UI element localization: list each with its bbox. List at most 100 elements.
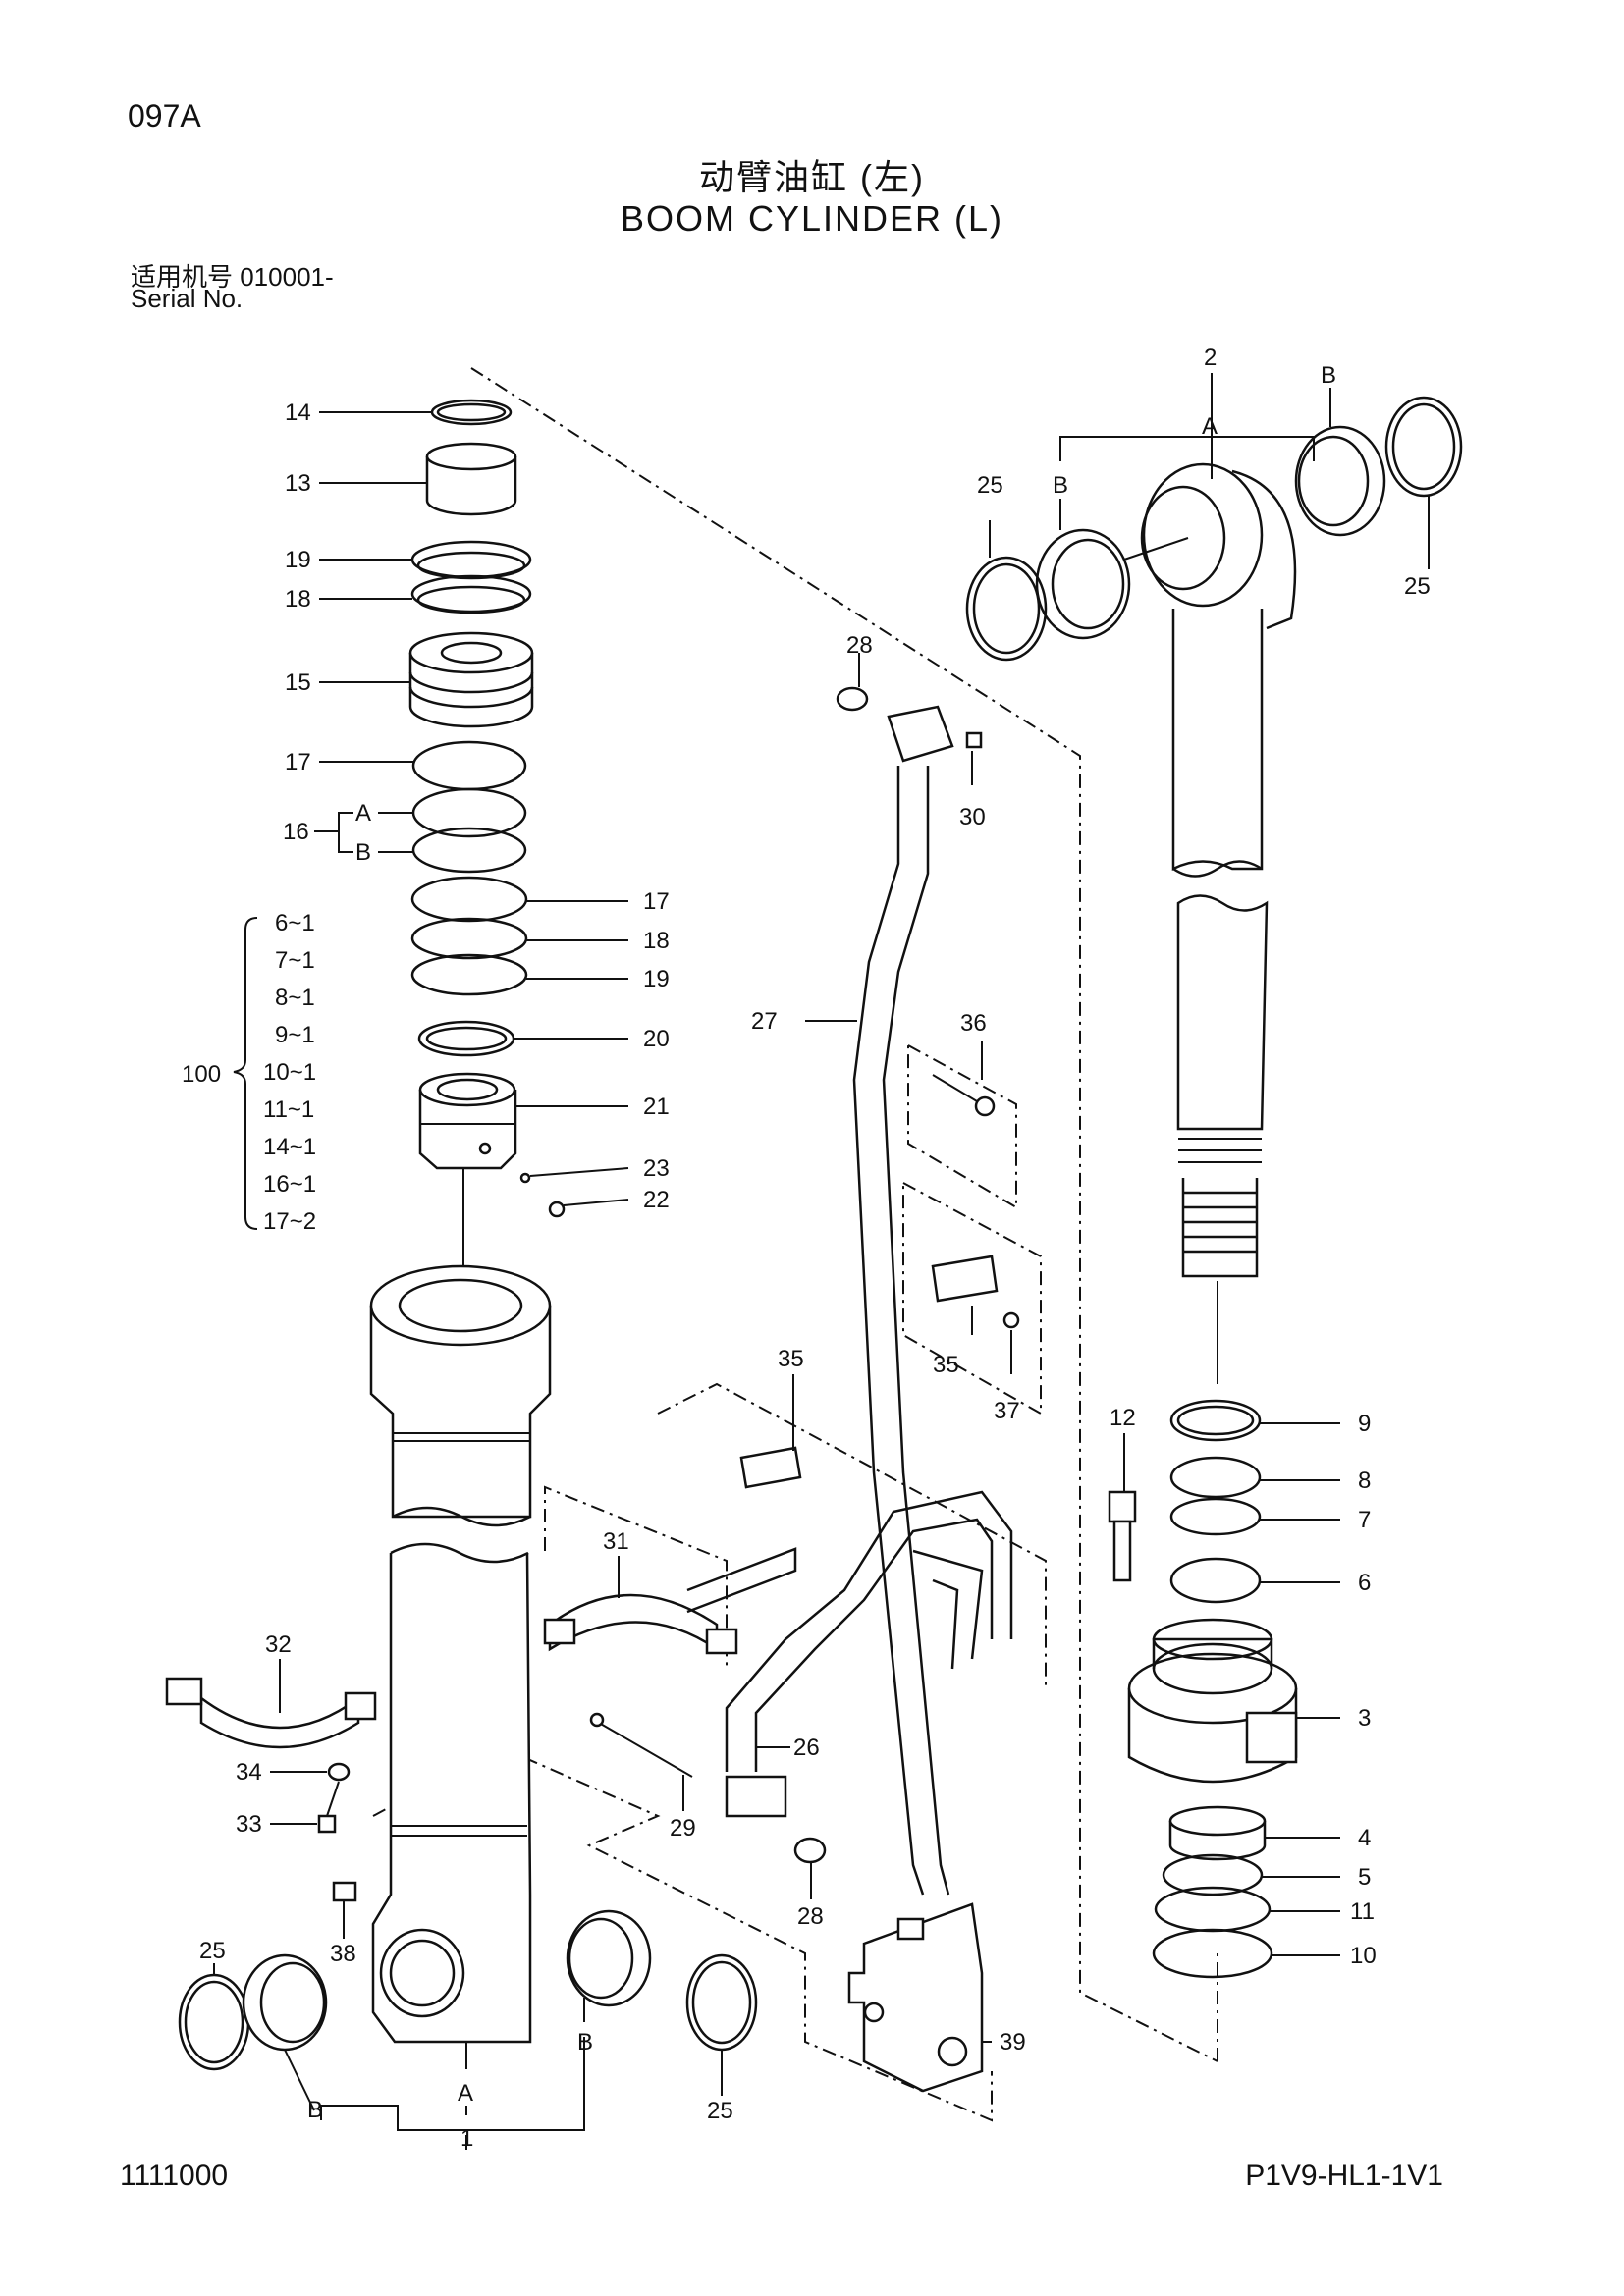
callout-19-lower: 19 (643, 966, 670, 992)
part-33-bolt (317, 1781, 340, 1834)
cylinder-tube-upper (369, 1264, 552, 1527)
drawing-number: 1111000 (120, 2160, 229, 2192)
callout-2: 2 (1204, 345, 1217, 371)
callout-1-b-right: B (577, 2029, 593, 2056)
kit-item-14: 14~1 (263, 1134, 316, 1160)
part-30-bolt (965, 731, 983, 749)
part-25-seal-rod-left (965, 556, 1048, 662)
part-29-bolt (589, 1712, 693, 1778)
part-5-ring (1162, 1853, 1264, 1896)
part-bushing-bottom-right (566, 1909, 652, 2007)
part-bushing-rod-right (1294, 425, 1386, 537)
part-8-ring (1169, 1456, 1262, 1499)
callout-1-b-left: B (307, 2097, 323, 2123)
callout-10: 10 (1350, 1943, 1377, 1969)
callout-11: 11 (1350, 1898, 1375, 1925)
part-17-18-19-rings-lower (410, 876, 528, 996)
part-6-ring (1169, 1557, 1262, 1604)
kit-item-6: 6~1 (275, 910, 315, 936)
part-7-ring (1169, 1497, 1262, 1536)
part-12-bolt (1108, 1490, 1137, 1582)
callout-25-rod-left: 25 (977, 472, 1003, 499)
callout-4: 4 (1358, 1825, 1371, 1851)
part-19-18-rings-top (410, 540, 532, 614)
title-chinese: 动臂油缸 (左) (699, 157, 925, 197)
part-bushing-rod-left (1035, 528, 1131, 640)
callout-31: 31 (603, 1528, 629, 1555)
part-15-piston (408, 631, 534, 728)
part-31-clamp (543, 1547, 797, 1655)
callout-30: 30 (959, 804, 986, 830)
assembly-outline-35 (902, 1182, 1042, 1415)
assembly-outline-pipes (657, 1382, 1047, 1688)
callout-21: 21 (643, 1094, 670, 1120)
callout-22: 22 (643, 1187, 670, 1213)
model-code: P1V9-HL1-1V1 (1245, 2160, 1443, 2192)
callout-20: 20 (643, 1026, 670, 1052)
callout-100: 100 (182, 1061, 221, 1088)
part-25-seal-bottom-left (178, 1973, 250, 2071)
callout-9: 9 (1358, 1411, 1371, 1437)
kit-item-8: 8~1 (275, 985, 315, 1011)
serial-label-english: Serial No. (131, 284, 244, 313)
callout-2-a: A (1202, 413, 1218, 440)
part-28-oring-bottom (793, 1837, 827, 1864)
kit-item-16: 16~1 (263, 1171, 316, 1198)
part-3-cylinder-head (1127, 1618, 1298, 1784)
callout-17-lower: 17 (643, 888, 670, 915)
callout-16-b: B (355, 839, 371, 866)
callout-6: 6 (1358, 1570, 1371, 1596)
callout-39: 39 (1000, 2029, 1026, 2056)
assembly-outline-36 (907, 1044, 1017, 1209)
part-27-pipe (852, 705, 954, 1896)
part-35-clamp-lower (739, 1446, 802, 1489)
callout-1: 1 (460, 2125, 473, 2152)
part-25-seal-bottom-right (685, 1953, 758, 2052)
page-code: 097A (128, 98, 201, 133)
callout-27: 27 (751, 1008, 778, 1035)
callout-33: 33 (236, 1811, 262, 1838)
part-4-bushing (1168, 1805, 1267, 1861)
callout-32: 32 (265, 1631, 292, 1658)
callout-23: 23 (643, 1155, 670, 1182)
kit-item-9: 9~1 (275, 1022, 315, 1048)
part-13-bushing (425, 442, 517, 516)
callout-5: 5 (1358, 1864, 1371, 1891)
callout-38: 38 (330, 1941, 356, 1967)
title-english: BOOM CYLINDER (L) (620, 198, 1004, 239)
part-bushing-bottom-left (242, 1953, 328, 2052)
callout-3: 3 (1358, 1705, 1371, 1732)
callout-2-b-left: B (1053, 472, 1068, 499)
part-36-bolt (932, 1074, 996, 1117)
part-22-screw (548, 1201, 566, 1218)
part-28-oring-top (836, 686, 869, 712)
callout-7: 7 (1358, 1507, 1371, 1533)
kit-item-17: 17~2 (263, 1208, 316, 1235)
callout-25-rod-right: 25 (1404, 573, 1431, 600)
callout-35-upper: 35 (933, 1352, 959, 1378)
callout-18-lower: 18 (643, 928, 670, 954)
callout-16: 16 (283, 819, 309, 845)
callout-34: 34 (236, 1759, 262, 1786)
callout-26: 26 (793, 1735, 820, 1761)
part-35-clamp-upper (931, 1255, 1020, 1329)
callout-12: 12 (1110, 1405, 1136, 1431)
assembly-outline-clamp (544, 1485, 728, 1669)
callout-13: 13 (285, 470, 311, 497)
callout-15: 15 (285, 669, 311, 696)
callout-18: 18 (285, 586, 311, 613)
part-21-nut (418, 1072, 517, 1170)
part-17-16-rings (411, 740, 527, 874)
kit-item-7: 7~1 (275, 947, 315, 974)
callout-25-bottom-left: 25 (199, 1938, 226, 1964)
callout-8: 8 (1358, 1468, 1371, 1494)
part-34-washer (327, 1762, 351, 1782)
serial-label-chinese: 适用机号 010001- (131, 262, 334, 292)
part-9-ring (1169, 1399, 1262, 1442)
leader-lines (213, 373, 1430, 2150)
callout-29: 29 (670, 1815, 696, 1842)
part-10-ring (1152, 1928, 1273, 1979)
callout-2-b-right: B (1321, 362, 1336, 389)
callout-25-bottom-right: 25 (707, 2098, 733, 2124)
